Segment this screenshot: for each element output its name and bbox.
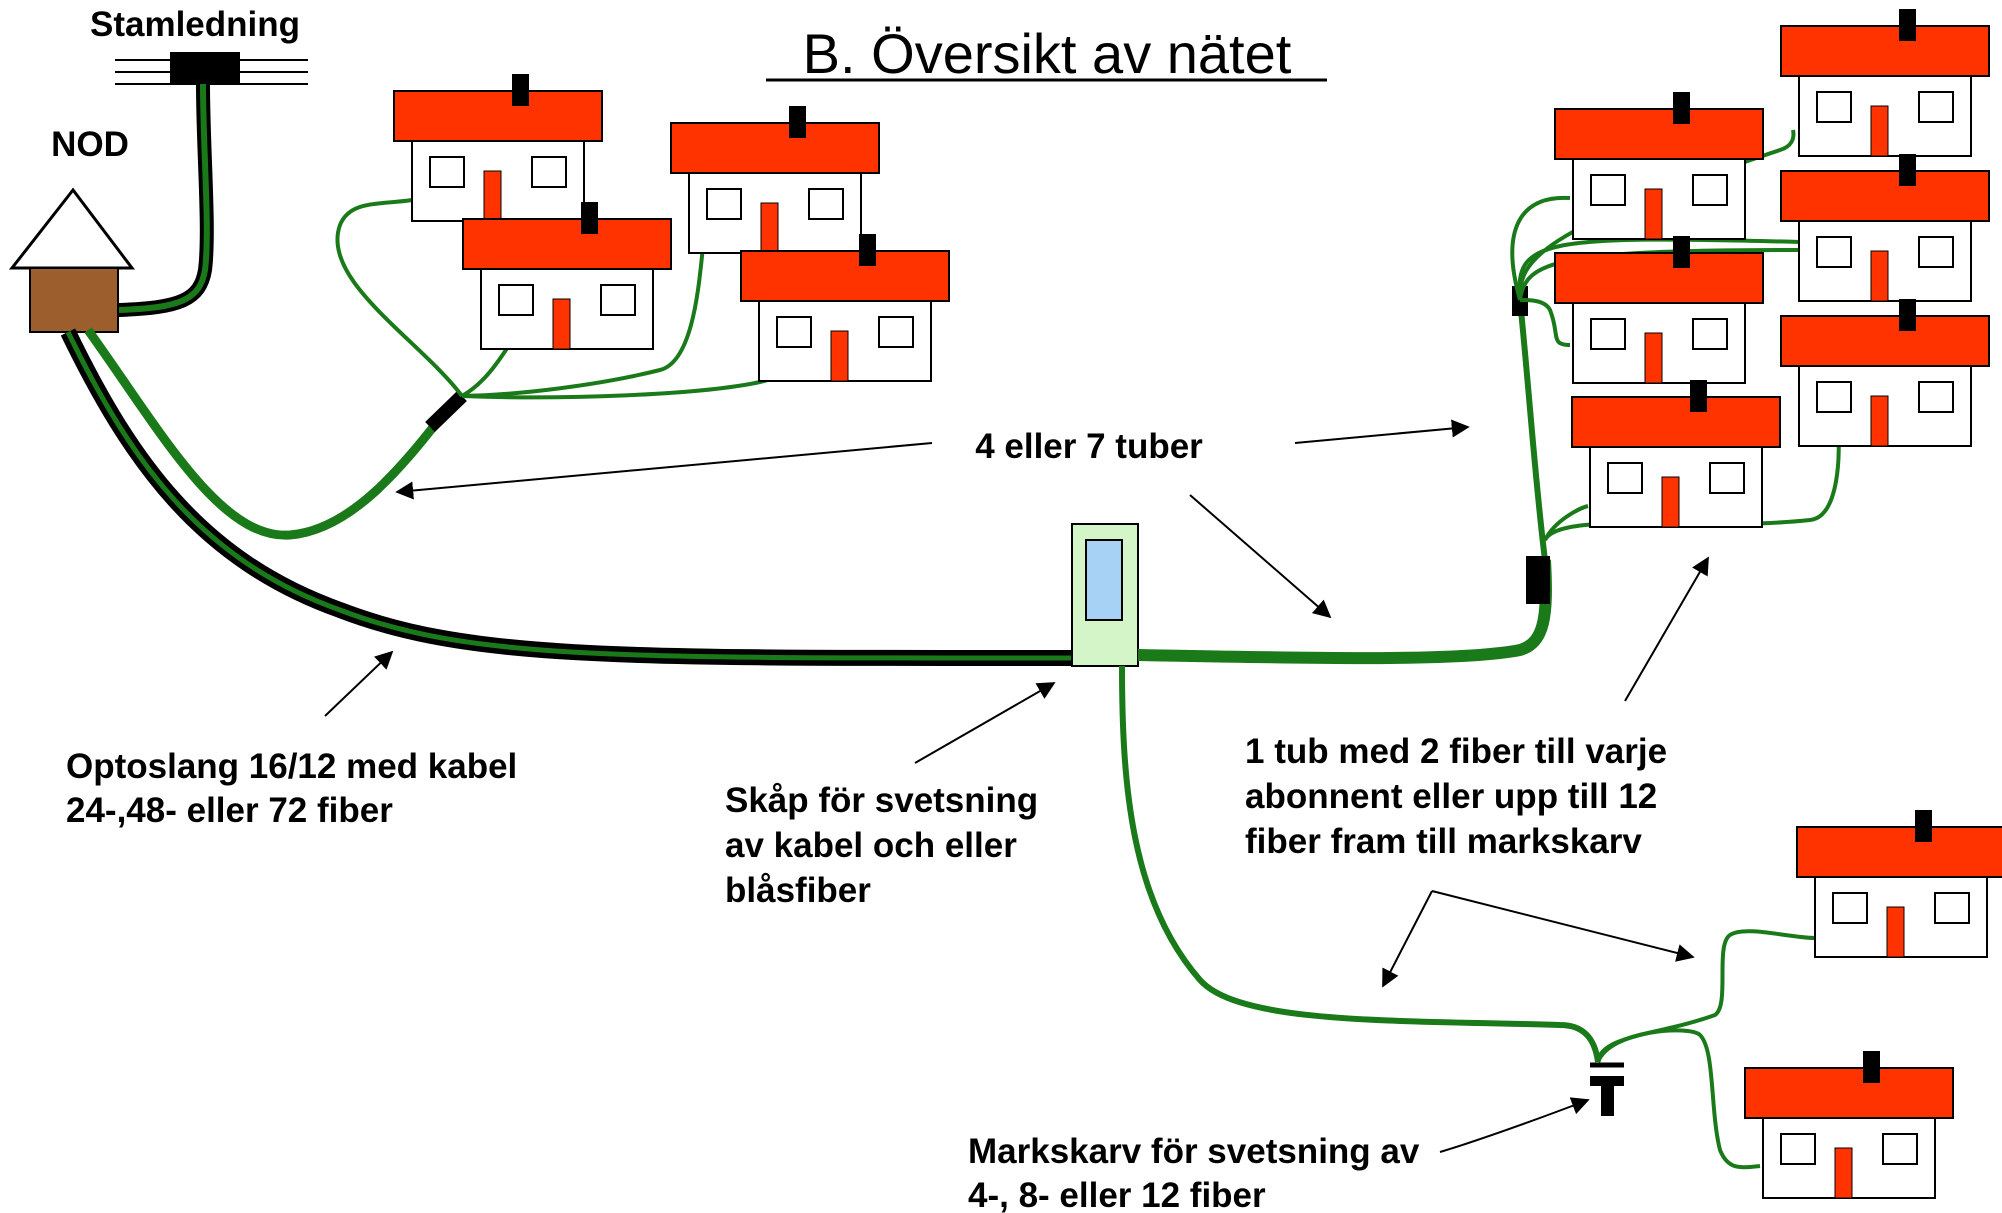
- splice-label-line2: 4-, 8- eller 12 fiber: [968, 1176, 1266, 1213]
- house: [1554, 235, 1764, 384]
- house: [462, 201, 672, 350]
- conduit-label-line2: 24-,48- eller 72 fiber: [66, 791, 393, 830]
- house: [1780, 153, 1990, 302]
- trunk-label: Stamledning: [90, 5, 300, 44]
- house: [1571, 379, 1781, 528]
- tube-bundle-right: [1137, 559, 1552, 665]
- conduit-label-line1: Optoslang 16/12 med kabel: [66, 747, 517, 786]
- cabinet-label-line2: av kabel och eller: [725, 826, 1017, 865]
- arrow: [1431, 890, 1695, 962]
- trunk-to-node-cable: [117, 83, 214, 317]
- splice-cabinet: [1071, 523, 1139, 667]
- cabinet-label-line3: blåsfiber: [725, 871, 871, 910]
- arrow: [1382, 890, 1433, 988]
- subscriber-label-line2: abonnent eller upp till 12: [1245, 777, 1657, 816]
- trunk-line: [115, 52, 308, 85]
- house: [1796, 809, 2002, 958]
- branch-tubes-markskarv: [1596, 929, 1816, 1170]
- arrow: [914, 682, 1056, 764]
- arrow: [395, 442, 933, 500]
- house: [740, 233, 950, 382]
- cabinet-label-line1: Skåp för svetsning: [725, 781, 1038, 820]
- branch-splice-left: [425, 390, 467, 433]
- subscriber-label-line1: 1 tub med 2 fiber till varje: [1245, 732, 1667, 771]
- house: [1780, 298, 1990, 447]
- arrow: [1294, 419, 1470, 444]
- arrow: [1439, 1097, 1590, 1153]
- node-building: [8, 187, 136, 333]
- tube-to-markskarv: [1119, 665, 1601, 1063]
- node-label: NOD: [51, 125, 129, 164]
- splice-label-line1: Markskarv för svetsning av: [968, 1132, 1420, 1171]
- subscriber-label-line3: fiber fram till markskarv: [1245, 822, 1642, 861]
- diagram-title: B. Översikt av nätet: [803, 22, 1292, 85]
- arrow: [324, 650, 394, 717]
- tube-bundle-right-upper: [1517, 299, 1548, 561]
- trunk-splice: [170, 52, 240, 84]
- arrow: [1189, 494, 1332, 619]
- tubes-label: 4 eller 7 tuber: [975, 427, 1203, 466]
- markskarv-symbol: [1590, 1062, 1624, 1116]
- arrow: [1624, 556, 1709, 702]
- annotation-arrows: [324, 419, 1709, 1153]
- tube-bundle-left: [84, 327, 449, 540]
- house: [393, 73, 603, 222]
- house: [1780, 8, 1990, 157]
- house: [670, 105, 880, 254]
- house: [1744, 1050, 1954, 1199]
- branch-splice-right-lower: [1526, 556, 1550, 604]
- house: [1554, 91, 1764, 240]
